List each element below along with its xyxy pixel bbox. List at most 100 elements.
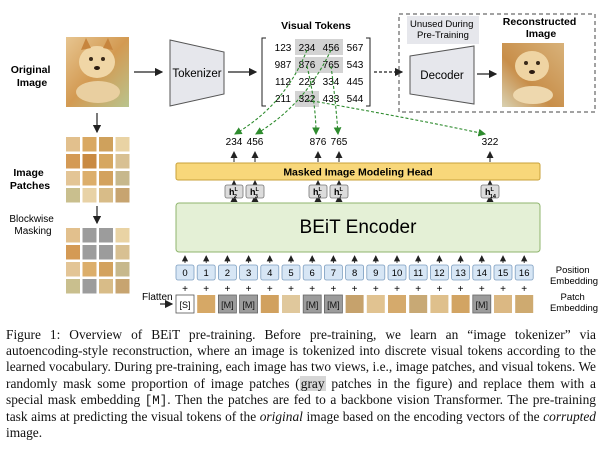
masked-image-modeling-head <box>175 162 541 181</box>
plus-sign: + <box>267 284 273 295</box>
position-index: 5 <box>288 268 293 279</box>
plus-sign: + <box>500 284 506 295</box>
caption-part2: patches in the figure) and replace them … <box>6 375 596 407</box>
plus-sign: + <box>521 284 527 295</box>
mask-token <box>217 294 237 314</box>
image-patch <box>115 154 130 169</box>
image-patch <box>66 137 80 152</box>
position-embedding <box>281 264 301 281</box>
patch-tile <box>388 295 406 313</box>
visual-token: 543 <box>347 60 364 71</box>
plus-sign: + <box>458 284 464 295</box>
visual-token: 334 <box>323 77 340 88</box>
caption-corrupted: corrupted <box>543 409 596 425</box>
reconstructed-image-label: Reconstructed Image <box>503 16 579 40</box>
visual-token: 433 <box>323 94 340 105</box>
visual-token: 211 <box>275 94 291 105</box>
position-embedding <box>323 264 343 281</box>
image-patch <box>66 154 80 169</box>
masked-patch <box>82 245 97 260</box>
position-embedding <box>387 264 407 281</box>
image-patch <box>66 262 80 277</box>
mask-token-label: [M] <box>306 300 319 310</box>
position-embedding <box>175 264 195 281</box>
position-embedding <box>514 264 534 281</box>
caption-part3: . Then the patches are fed to a backbone… <box>6 391 596 425</box>
image-patch <box>115 279 130 294</box>
flatten-label: Flatten <box>142 292 173 303</box>
image-patch <box>82 154 97 169</box>
masked-patch <box>99 245 113 260</box>
plus-sign: + <box>330 284 336 295</box>
plus-sign: + <box>479 284 485 295</box>
original-image-label: Original Image <box>11 64 54 89</box>
mask-token <box>302 294 322 314</box>
plus-sign: + <box>224 284 230 295</box>
unused-decoder-region <box>398 13 596 113</box>
position-index: 8 <box>352 268 357 279</box>
image-patch <box>99 137 113 152</box>
hidden-state-box <box>245 184 265 199</box>
mask-token-label: [M] <box>476 300 489 310</box>
caption-gray: gray <box>299 375 326 391</box>
image-patch <box>115 137 130 152</box>
patch-tile <box>366 295 385 313</box>
mim-head-label: Masked Image Modeling Head <box>283 167 432 179</box>
position-index: 3 <box>246 268 251 279</box>
position-embedding <box>196 264 216 281</box>
image-patch <box>82 137 97 152</box>
position-index: 14 <box>477 268 488 279</box>
position-index: 12 <box>434 268 445 279</box>
plus-sign: + <box>246 284 252 295</box>
patch-tile <box>345 295 364 313</box>
visual-token: 445 <box>347 77 364 88</box>
position-embedding <box>217 264 237 281</box>
caption-mask-token: [M] <box>144 393 168 408</box>
plus-sign: + <box>352 284 358 295</box>
caption-part5: image. <box>6 425 43 441</box>
tokenizer-label: Tokenizer <box>172 68 221 80</box>
head-output-arrows <box>230 151 494 162</box>
position-embedding <box>366 264 386 281</box>
position-index: 15 <box>498 268 509 279</box>
visual-token: 456 <box>323 43 340 54</box>
position-index: 6 <box>310 268 315 279</box>
patch-embedding-row: [S][M][M][M][M][M] <box>175 294 534 314</box>
position-index: 11 <box>413 268 423 279</box>
visual-token: 123 <box>275 43 292 54</box>
image-patch <box>115 188 130 203</box>
image-patch-grid <box>66 137 130 203</box>
decoder-label: Decoder <box>420 70 464 82</box>
predicted-token: 456 <box>247 137 264 148</box>
unused-during-pretraining-label: Unused During Pre-Training <box>410 19 476 41</box>
position-index: 13 <box>455 268 466 279</box>
image-patch <box>66 279 80 294</box>
image-patch <box>82 188 97 203</box>
masked-patch <box>99 228 113 243</box>
figure-label: Figure 1: <box>6 327 61 342</box>
beit-encoder-block <box>175 202 541 253</box>
patch-tile <box>451 295 470 313</box>
position-index: 10 <box>392 268 403 279</box>
patch-tile <box>409 295 428 313</box>
visual-token: 223 <box>299 77 316 88</box>
mask-token <box>472 294 492 314</box>
position-embedding <box>408 264 428 281</box>
position-embedding <box>472 264 492 281</box>
patch-tile <box>494 295 512 313</box>
position-embedding <box>260 264 280 281</box>
visual-token: 112 <box>275 77 291 88</box>
image-patch <box>82 171 97 186</box>
image-patch <box>99 188 113 203</box>
image-patch <box>99 262 113 277</box>
beit-encoder-label: BEiT Encoder <box>300 217 418 238</box>
image-patch <box>99 154 113 169</box>
position-embedding-row: 0+1+2+3+4+5+6+7+8+9+10+11+12+13+14+15+16… <box>175 255 534 295</box>
hidden-state-box <box>224 184 244 199</box>
mask-token <box>239 294 259 314</box>
